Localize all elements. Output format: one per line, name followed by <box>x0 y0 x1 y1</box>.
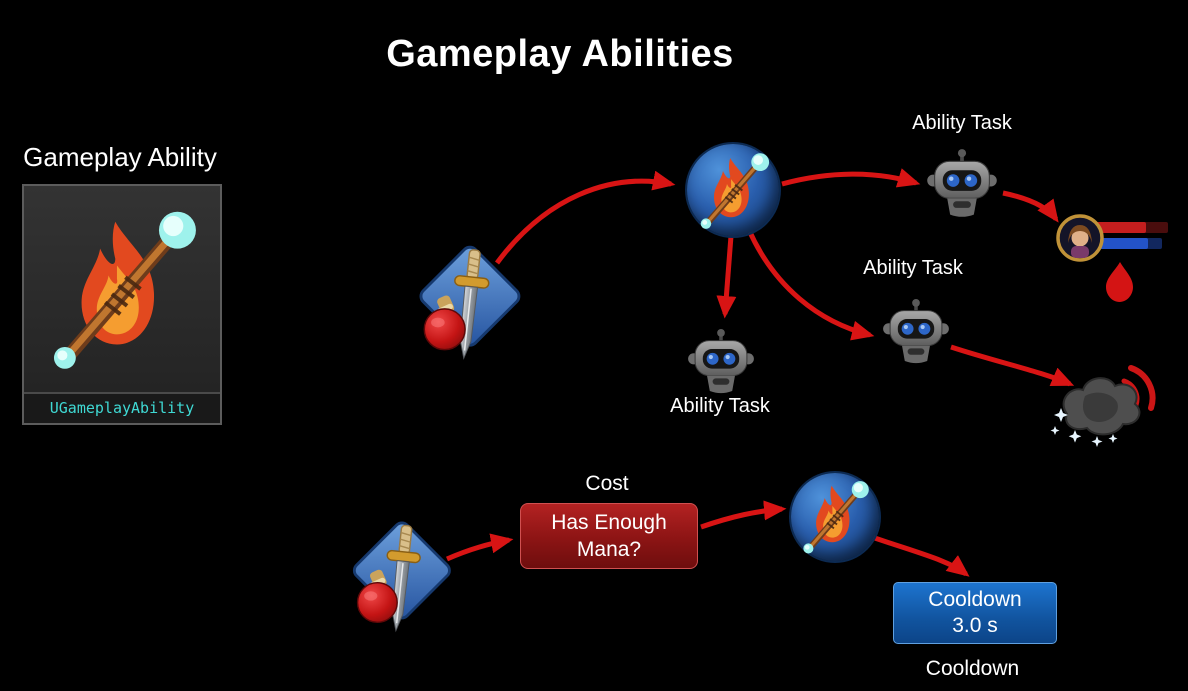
rock-sound-icon <box>1050 365 1156 447</box>
flame-staff-icon <box>796 478 873 555</box>
cost-label: Cost <box>585 472 629 495</box>
sword-potion-icon <box>404 236 532 372</box>
cost-check-box: Has Enough Mana? <box>520 503 698 569</box>
arrow-ability-to-task-right <box>746 228 875 341</box>
gameplay-ability-node <box>687 144 779 236</box>
ability-task-label: Ability Task <box>670 395 770 417</box>
ability-task-label: Ability Task <box>912 112 1012 134</box>
arrow-ability-to-task-top <box>781 168 921 188</box>
ability-icon-frame <box>24 186 220 392</box>
page-title: Gameplay Abilities <box>386 33 734 75</box>
arrow-ability-to-task-bottom <box>716 235 737 319</box>
ability-task-robot-icon <box>881 298 951 370</box>
cooldown-box-duration: 3.0 s <box>952 614 998 637</box>
arrow-ability-to-cooldown <box>865 532 970 577</box>
ability-task-label: Ability Task <box>863 257 963 279</box>
flame-staff-icon <box>693 150 774 231</box>
flame-staff-icon <box>38 205 206 373</box>
ability-class-name: UGameplayAbility <box>24 392 220 423</box>
ability-task-robot-icon <box>925 148 999 224</box>
cooldown-box-title: Cooldown <box>928 587 1022 611</box>
character-portrait-icon <box>1056 214 1168 302</box>
ability-task-robot-icon <box>686 328 756 400</box>
sword-potion-icon <box>338 512 462 644</box>
gameplay-ability-node <box>791 473 879 561</box>
arrow-cost-to-ability <box>700 500 787 530</box>
cooldown-box: Cooldown 3.0 s <box>893 582 1057 644</box>
cost-check-text: Has Enough Mana? <box>551 510 667 561</box>
gameplay-ability-label: Gameplay Ability <box>23 142 217 172</box>
arrow-task-top-to-character <box>1002 190 1059 223</box>
cooldown-label: Cooldown <box>925 657 1020 680</box>
gameplay-ability-card: UGameplayAbility <box>22 184 222 425</box>
blood-drop-icon <box>1106 262 1133 302</box>
